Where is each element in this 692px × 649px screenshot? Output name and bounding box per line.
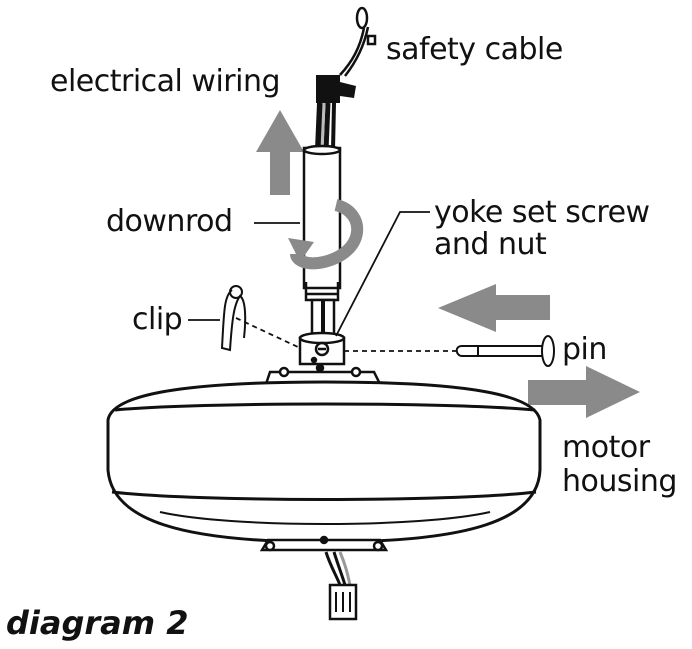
direction-arrows — [256, 110, 640, 418]
diagram-caption: diagram 2 — [6, 604, 189, 642]
label-downrod: downrod — [106, 204, 233, 239]
yoke-collar — [298, 331, 346, 366]
connector-harness — [324, 551, 358, 621]
safety-cable — [339, 6, 377, 77]
label-clip: clip — [132, 302, 183, 337]
bottom-plate — [259, 535, 389, 552]
downrod-tube — [302, 144, 342, 336]
label-yoke-line1: yoke set screw — [434, 195, 650, 230]
arrow-up-icon — [256, 110, 304, 195]
label-motor-line2: housing — [562, 464, 677, 499]
label-yoke-line2: and nut — [434, 227, 547, 262]
arrow-left-icon — [438, 284, 550, 332]
label-safety-cable: safety cable — [386, 32, 563, 67]
label-pin: pin — [562, 332, 607, 367]
yoke-leader — [335, 211, 430, 337]
electrical-wires — [315, 75, 356, 151]
clevis-pin — [455, 335, 555, 367]
rotate-arrow-icon — [288, 199, 364, 270]
label-electrical-wiring: electrical wiring — [50, 64, 281, 99]
hairpin-clip — [220, 285, 247, 352]
clip-path-dashed — [235, 317, 301, 349]
label-motor-line1: motor — [562, 430, 650, 465]
arrow-right-icon — [528, 366, 640, 418]
leader-lines — [188, 211, 460, 352]
motor-housing-body — [106, 380, 542, 544]
